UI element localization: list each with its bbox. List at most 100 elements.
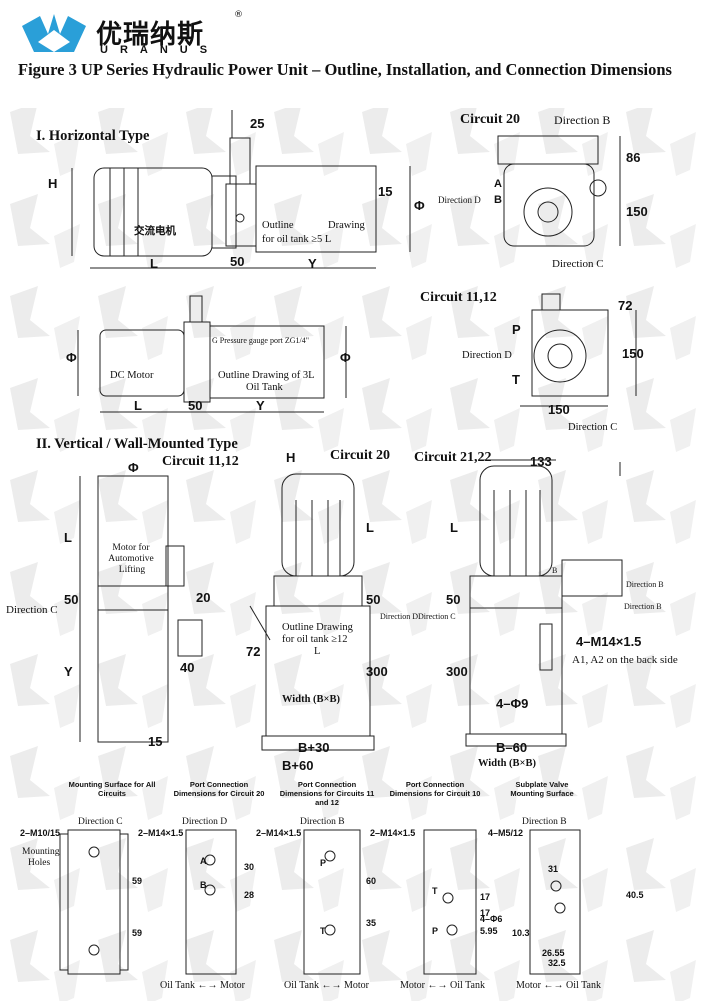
v1-direction-c: Direction C — [6, 604, 58, 616]
v2-dim-b30: B+30 — [298, 740, 330, 755]
v1-dim-l: L — [64, 530, 72, 545]
c20-dim-150: 150 — [626, 204, 648, 219]
outline-3l-label-2: Oil Tank — [246, 382, 283, 393]
v3-dim-133: 133 — [530, 454, 552, 469]
p3-port-t: T — [320, 926, 326, 936]
footer-1: Oil Tank ←→ Motor — [160, 980, 245, 991]
v2-outline-1: Outline Drawing — [282, 622, 353, 633]
c20-port-a: A — [494, 178, 502, 190]
c20-direction-d: Direction D — [438, 195, 481, 205]
v3-dim-300: 300 — [446, 664, 468, 679]
horizontal-heading: I. Horizontal Type — [36, 128, 150, 144]
v3-width-label: Width (B×B) — [478, 758, 537, 769]
logo-registered-mark: ® — [234, 10, 243, 20]
p4-port-p: P — [432, 926, 439, 936]
c20-dim-86: 86 — [626, 150, 641, 165]
outline-3l-label-1: Outline Drawing of 3L — [218, 370, 315, 381]
v1-dim-y: Y — [64, 664, 73, 679]
horizontal-type-drawing — [71, 110, 411, 269]
p2-direction: Direction D — [182, 817, 228, 827]
p5-thread: 4–M5/12 — [488, 828, 524, 838]
v2-dim-50: 50 — [366, 592, 381, 607]
vertical-heading: II. Vertical / Wall-Mounted Type — [36, 436, 238, 452]
dc-dim-phi-right: Φ — [340, 350, 351, 365]
dc-motor-label: DC Motor — [110, 370, 154, 381]
outline-label-2: Drawing — [328, 220, 365, 231]
p2-dim-28: 28 — [244, 890, 255, 900]
v2-outline-3: L — [314, 646, 321, 657]
v1-dim-40: 40 — [180, 660, 195, 675]
figure-title: Figure 3 UP Series Hydraulic Power Unit … — [18, 60, 672, 79]
caption-subplate: Subplate Valve Mounting Surface — [510, 780, 574, 798]
p2-port-b: B — [200, 880, 207, 890]
watermark-pattern — [0, 108, 703, 1001]
c11-direction-d: Direction D — [462, 350, 512, 361]
v2-dim-h: H — [286, 450, 296, 465]
v3-direction-b1: Direction B — [626, 580, 664, 589]
v2-dim-300: 300 — [366, 664, 388, 679]
c11-direction-c: Direction C — [568, 422, 618, 433]
dim-25: 25 — [250, 116, 265, 131]
p5-direction: Direction B — [522, 817, 567, 827]
p3-port-p: P — [320, 858, 327, 868]
v3-dim-50: 50 — [446, 592, 461, 607]
caption-mounting-surface: Mounting Surface for All Circuits — [68, 780, 156, 798]
v3-holes: 4–Φ9 — [496, 696, 529, 711]
p5-dim-31: 31 — [548, 864, 559, 874]
p3-thread: 2–M14×1.5 — [256, 828, 302, 838]
dim-15: 15 — [378, 184, 393, 199]
v2-direction-c: Direction C — [418, 612, 456, 621]
c11-dim-72: 72 — [618, 298, 633, 313]
c11-port-t: T — [512, 372, 520, 387]
c11-dim-150-v: 150 — [622, 346, 644, 361]
outline-label-1: Outline — [262, 220, 294, 231]
circuit20-top-drawing — [497, 135, 621, 247]
circuit11-drawing — [520, 293, 637, 407]
footer-4: Motor ←→ Oil Tank — [516, 980, 601, 991]
p4-dim-17a: 17 — [480, 892, 491, 902]
dim-h: H — [48, 176, 58, 191]
p1-note-2: Holes — [28, 858, 51, 868]
p4-thread: 2–M14×1.5 — [370, 828, 416, 838]
dc-dim-50: 50 — [188, 398, 203, 413]
v2-direction-d: Direction D — [380, 612, 418, 621]
p5-dim-325: 32.5 — [548, 958, 566, 968]
p5-dim-405: 40.5 — [626, 890, 644, 900]
vertical-type-drawings — [79, 459, 623, 751]
p1-dim-59b: 59 — [132, 928, 143, 938]
caption-circuit11-12: Port Connection Dimensions for Circuits … — [279, 780, 375, 807]
p3-dim-35: 35 — [366, 918, 377, 928]
circuit20-heading: Circuit 20 — [460, 112, 521, 127]
p4-port-t: T — [432, 886, 438, 896]
p1-dim-59a: 59 — [132, 876, 143, 886]
v2-dim-b60: B+60 — [282, 758, 314, 773]
v2-dim-l: L — [366, 520, 374, 535]
caption-circuit10: Port Connection Dimensions for Circuit 1… — [389, 780, 481, 798]
v-circuit-21-22: Circuit 21,22 — [414, 450, 492, 465]
v3-dim-l: L — [450, 520, 458, 535]
uranus-crown-logo-icon — [22, 14, 86, 52]
ac-motor-label: 交流电机 — [134, 226, 176, 237]
dc-dim-y: Y — [256, 398, 265, 413]
v-circuit-20: Circuit 20 — [330, 448, 391, 463]
p2-thread: 2–M14×1.5 — [138, 828, 184, 838]
p1-thread: 2–M10/15 — [20, 828, 61, 838]
c11-dim-150-h: 150 — [548, 402, 570, 417]
c20-direction-c: Direction C — [552, 258, 604, 270]
dc-dim-l: L — [134, 398, 142, 413]
p1-direction: Direction C — [78, 817, 123, 827]
v1-dim-15: 15 — [148, 734, 163, 749]
dim-l: L — [150, 256, 158, 271]
dim-y: Y — [308, 256, 317, 271]
p3-direction: Direction B — [300, 817, 345, 827]
logo-chinese: 优瑞纳斯 — [96, 20, 205, 50]
caption-circuit20: Port Connection Dimensions for Circuit 2… — [173, 780, 265, 798]
v3-port-b: B — [552, 566, 558, 575]
circuit11-heading: Circuit 11,12 — [420, 290, 497, 305]
footer-3: Motor ←→ Oil Tank — [400, 980, 485, 991]
p5-dim-2655: 26.55 — [542, 948, 565, 958]
c20-port-b: B — [494, 194, 502, 206]
v2-width-label: Width (B×B) — [282, 694, 341, 705]
gauge-port-label: G Pressure gauge port ZG1/4" — [212, 336, 310, 345]
p4-dim-595: 5.95 — [480, 926, 498, 936]
